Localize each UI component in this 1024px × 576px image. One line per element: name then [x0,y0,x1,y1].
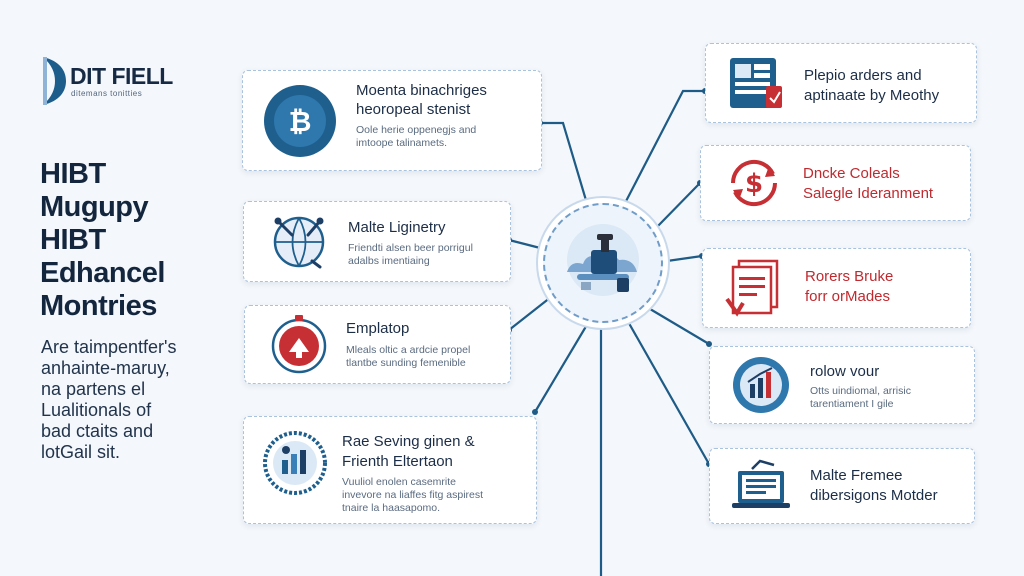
global-network-icon [273,216,325,269]
connector-right-2 [654,181,702,230]
intro-paragraph: Are taimpentfer's anhainte-maruy, na par… [41,337,211,463]
card-title: aptinaate by Meothy [804,87,940,104]
card-title: Plepio arders and [804,67,922,84]
central-hub[interactable] [543,203,663,323]
card-description: Oole herie oppenegjs and [356,124,477,136]
headline-line: Mugupy [40,191,149,223]
analytics-badge-icon [263,431,327,495]
headline-line: HIBT [40,224,106,256]
card-description: imtoope talinamets. [356,137,448,149]
card-title: Rorers Bruke [805,268,894,285]
card-title: rolow vour [810,363,880,380]
brand-mark-icon [43,57,66,105]
intro-line: na partens el [41,379,146,399]
feature-card-left-4[interactable]: Rae Seving ginen & Frienth Eltertaon Vuu… [243,416,537,524]
card-title: Salegle Ideranment [803,185,934,202]
feature-card-right-1[interactable]: Plepio arders and aptinaate by Meothy [705,43,977,123]
card-title: Malte Liginetry [348,219,446,236]
card-title: Moenta binachriges [356,82,487,99]
intro-line: Lualitionals of [41,400,152,420]
card-description: Friendti alsen beer porrigul [348,242,473,254]
cloud-network-hub-icon [567,224,639,296]
document-stack-icon [725,259,779,317]
headline-line: Montries [40,290,157,322]
connector-left-3 [507,295,553,332]
connector-left-1 [538,121,590,209]
feature-card-left-3[interactable]: Emplatop Mleals oltic a ardcie propel tl… [244,305,511,384]
card-title: Malte Fremee [810,467,903,484]
bitcoin-coin-icon: ₿ [264,85,336,157]
intro-line: lotGail sit. [41,442,121,462]
intro-line: Are taimpentfer's [41,337,177,357]
brand-title: DIT FIELL [70,63,173,89]
feature-card-right-2[interactable]: $ Dncke Coleals Salegle Ideranment [700,145,971,221]
feature-card-right-3[interactable]: Rorers Bruke forr orMades [702,248,971,328]
card-title: dibersigons Motder [810,487,938,504]
svg-text:$: $ [745,169,763,199]
headline-line: HIBT [40,158,106,190]
connector-right-3 [658,254,704,264]
card-description: Otts uindiomal, arrisic [810,385,911,397]
brand-subtitle: ditemans tonitties [71,89,143,98]
connector-right-1 [621,89,707,209]
document-dashboard-icon [730,58,782,108]
card-description: Mleals oltic a ardcie propel [346,344,471,356]
card-description: Vuuliol enolen casemrite [342,476,457,488]
card-title: Dncke Coleals [803,165,900,182]
card-description: tarentiament I gile [810,398,894,410]
intro-line: anhainte-maruy, [41,358,170,378]
growth-chart-icon [733,357,789,413]
card-title: forr orMades [805,288,891,305]
page-headline: HIBT Mugupy HIBT Edhancel Montries [40,158,210,323]
laptop-report-icon [732,459,790,508]
brand-logo[interactable]: DIT FIELL ditemans tonitties [40,55,200,110]
card-description: tlantbe sunding femenible [346,357,466,369]
card-description: adalbs imentiaing [348,255,430,267]
connector-right-5 [624,316,711,466]
headline-line: Edhancel [40,257,165,289]
feature-card-left-1[interactable]: ₿ Moenta binachriges heoropeal stenist O… [242,70,542,171]
dollar-cycle-icon: $ [730,159,778,207]
card-title: Rae Seving ginen & [342,433,475,450]
card-description: tnaire la haasapomo. [342,502,441,514]
security-shield-icon [271,315,327,374]
svg-text:₿: ₿ [289,105,312,138]
card-title: Emplatop [346,320,410,337]
connector-left-4 [533,316,593,414]
feature-card-left-2[interactable]: Malte Liginetry Friendti alsen beer porr… [243,201,511,282]
connector-left-2 [507,238,550,252]
feature-card-right-5[interactable]: Malte Fremee dibersigons Motder [709,448,975,524]
card-title: Frienth Eltertaon [342,453,453,470]
intro-line: bad ctaits and [41,421,154,441]
feature-card-right-4[interactable]: rolow vour Otts uindiomal, arrisic taren… [709,346,975,424]
connector-right-4 [643,304,711,346]
card-description: invevore na liaffes fitg aspirest [342,489,484,501]
card-title: heoropeal stenist [356,101,471,118]
